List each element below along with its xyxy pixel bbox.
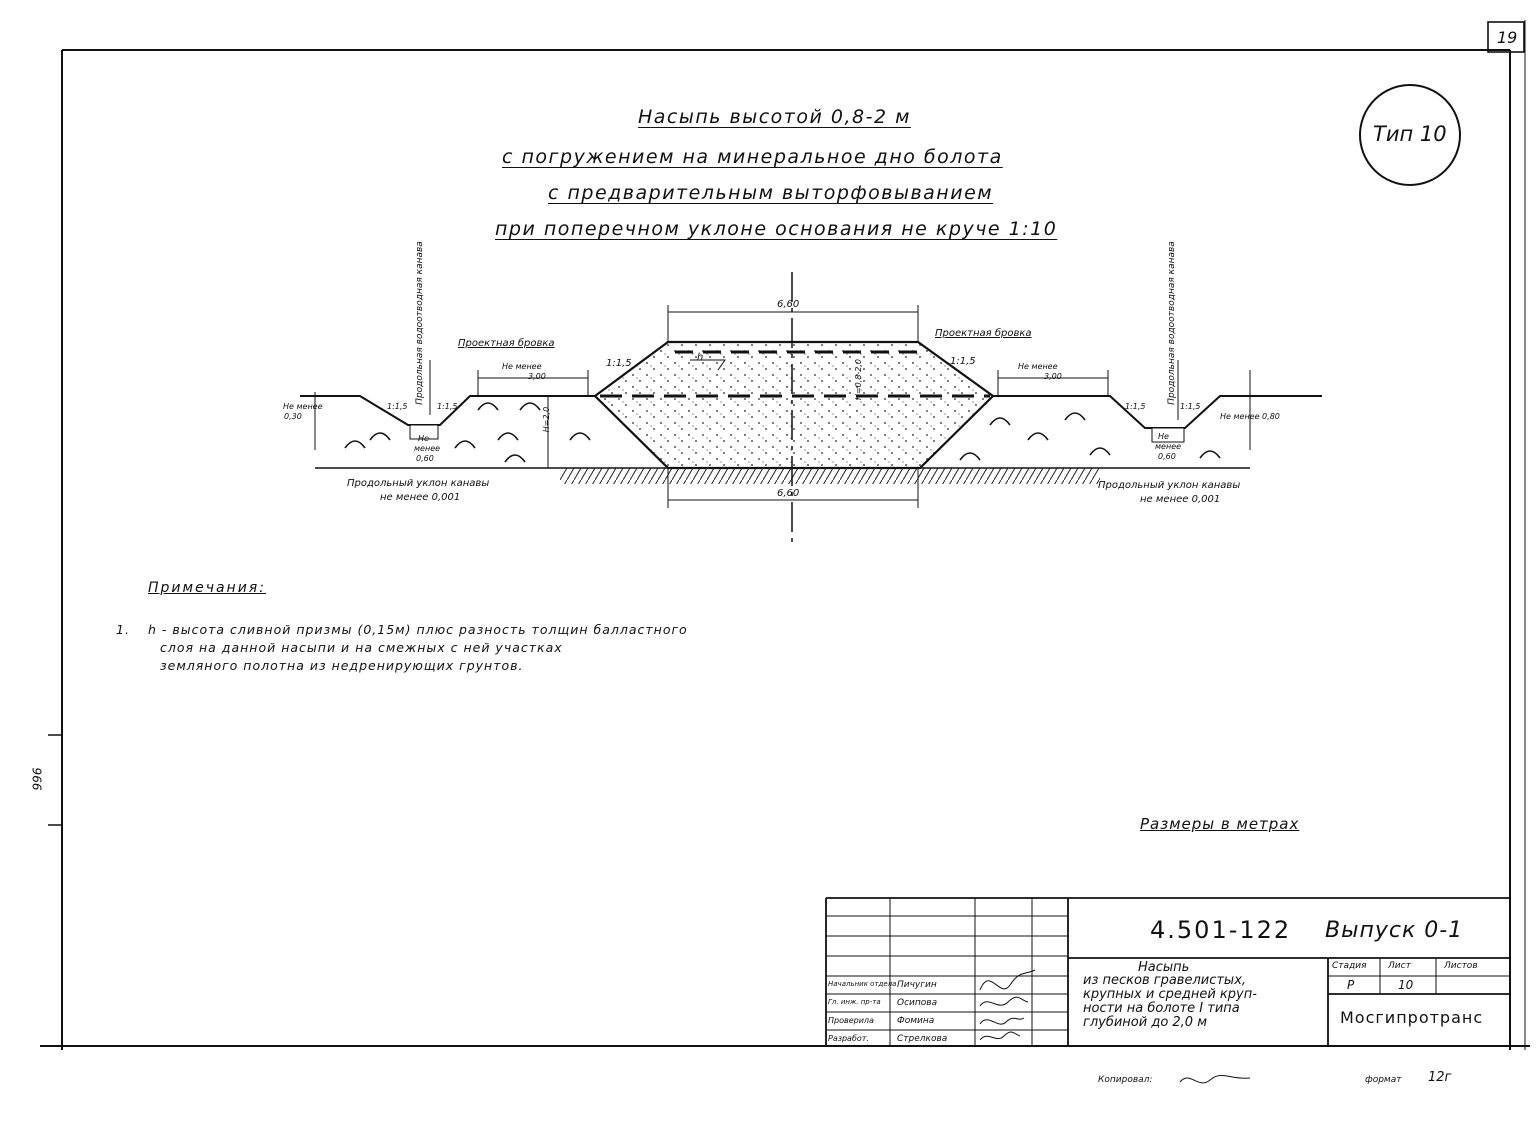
- height-label: Н=2,0: [542, 406, 552, 433]
- berm-right-b: 3,00: [1044, 372, 1062, 381]
- sheet-header: Лист: [1388, 961, 1411, 971]
- dimensions-note: Размеры в метрах: [1140, 815, 1300, 833]
- ditch-bottom-left-a: Не: [418, 434, 429, 443]
- title-line-4: при поперечном уклоне основания не круче…: [495, 218, 1058, 240]
- desc-line-1: Насыпь: [1138, 960, 1190, 975]
- bottom-width-label: 6,60: [777, 488, 800, 499]
- ditch-slope-b: 1:1,5: [437, 402, 458, 411]
- note-line-3: земляного полотна из недренирующих грунт…: [160, 658, 524, 673]
- name-1: Пичугин: [897, 980, 937, 990]
- title-line-2: с погружением на минеральное дно болота: [502, 146, 1003, 168]
- name-4: Стрелкова: [897, 1034, 948, 1044]
- sheets-header: Листов: [1444, 961, 1478, 971]
- ditch-label-right: Продольная водоотводная канава: [1166, 241, 1177, 405]
- grade-right-1: Продольный уклон канавы: [1098, 480, 1241, 491]
- slope-main-left: 1:1,5: [606, 358, 632, 369]
- note-number: 1.: [116, 622, 130, 637]
- ditch-slope-c: 1:1,5: [1125, 402, 1146, 411]
- berm-right-a: Не менее: [1018, 362, 1058, 371]
- berm-left-a: Не менее: [502, 362, 542, 371]
- grade-right-2: не менее 0,001: [1140, 494, 1221, 505]
- role-2: Гл. инж. пр-та: [828, 998, 881, 1006]
- notes-heading: Примечания:: [148, 580, 266, 596]
- issue-label: Выпуск 0-1: [1325, 918, 1464, 943]
- type-badge: Тип 10: [1373, 122, 1447, 146]
- note-line-1: h - высота сливной призмы (0,15м) плюс р…: [148, 622, 688, 637]
- design-edge-right: Проектная бровка: [935, 328, 1032, 339]
- embankment-section: [300, 272, 1322, 545]
- desc-line-4: ности на болоте I типа: [1083, 1001, 1240, 1016]
- slope-main-right: 1:1,5: [950, 356, 976, 367]
- desc-line-3: крупных и средней круп-: [1083, 987, 1257, 1002]
- role-4: Разработ.: [828, 1034, 869, 1043]
- stage-header: Стадия: [1332, 961, 1367, 971]
- ditch-depth-right: Не менее 0,80: [1220, 412, 1280, 421]
- signatures: [979, 969, 1251, 1084]
- name-2: Осипова: [897, 998, 938, 1008]
- margin-number: 996: [30, 767, 45, 791]
- ditch-bottom-left-c: 0,60: [416, 454, 434, 463]
- ditch-bottom-right-b: менее: [1155, 442, 1182, 451]
- page-number: 19: [1497, 28, 1518, 47]
- desc-line-5: глубиной до 2,0 м: [1083, 1015, 1208, 1030]
- ditch-slope-a: 1:1,5: [387, 402, 408, 411]
- top-width-label: 6,60: [777, 299, 800, 310]
- desc-line-2: из песков гравелистых,: [1083, 973, 1247, 988]
- sheet-frame: [40, 20, 1530, 1050]
- sheet-value: 10: [1398, 978, 1414, 992]
- format-label: формат: [1365, 1075, 1402, 1085]
- organization: Мосгипротранс: [1340, 1008, 1484, 1027]
- document-code: 4.501-122: [1150, 916, 1292, 944]
- name-3: Фомина: [897, 1016, 935, 1026]
- ditch-bottom-left-b: менее: [414, 444, 441, 453]
- ditch-bottom-right-a: Не: [1158, 432, 1169, 441]
- note-line-2: слоя на данной насыпи и на смежных с ней…: [160, 640, 563, 655]
- ditch-bottom-right-c: 0,60: [1158, 452, 1176, 461]
- title-line-1: Насыпь высотой 0,8-2 м: [638, 106, 911, 128]
- role-3: Проверила: [828, 1016, 874, 1025]
- height-label-center: Н=0,8-2,0: [854, 358, 864, 401]
- title-block-grid: [825, 897, 1510, 1046]
- design-edge-left: Проектная бровка: [458, 338, 555, 349]
- copied-label: Копировал:: [1098, 1075, 1153, 1085]
- format-value: 12г: [1428, 1070, 1452, 1085]
- grade-left-2: не менее 0,001: [380, 492, 461, 503]
- ditch-slope-d: 1:1,5: [1180, 402, 1201, 411]
- berm-left-b: 3,00: [528, 372, 546, 381]
- h-label: h: [697, 352, 704, 363]
- title-line-3: с предварительным выторфовыванием: [548, 182, 994, 204]
- role-1: Начальник отдела: [828, 980, 897, 988]
- stage-value: Р: [1347, 978, 1355, 992]
- type-badge-circle: [1359, 84, 1461, 186]
- grade-left-1: Продольный уклон канавы: [347, 478, 490, 489]
- ditch-depth-left-a: Не менее: [283, 402, 323, 411]
- ditch-depth-left-b: 0,30: [284, 412, 302, 421]
- ditch-label-left: Продольная водоотводная канава: [414, 241, 425, 405]
